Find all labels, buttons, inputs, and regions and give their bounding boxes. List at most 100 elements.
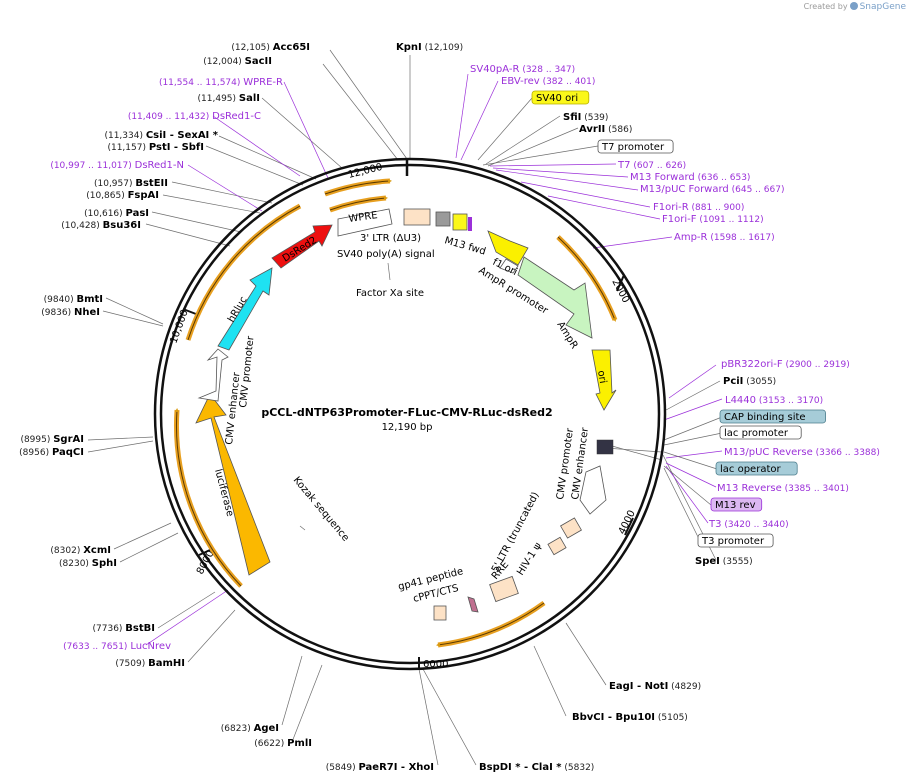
primer-m13-puc-reverse-name: M13/pUC Reverse [724,447,813,458]
enzyme-xcmi-position: (8302) [50,546,83,556]
backbone-inner-strand [159,163,661,665]
sv40polya-shape [435,211,451,227]
feature-lac-promoter-label: lac promoter [724,428,789,439]
enzyme-kpni-position: (12,109) [422,43,463,53]
enzyme-kpni-label: KpnI (12,109) [396,42,463,53]
primer-t7-label: T7 (607 .. 626) [617,160,686,171]
primer-f1ori-f-label: F1ori-F (1091 .. 1112) [662,214,764,225]
enzyme-bsu36i-position: (10,428) [61,221,102,231]
enzyme-agei-label: (6823) AgeI [221,723,279,734]
primer-m13-forward-position: (636 .. 653) [695,173,751,183]
feature-shapes [195,208,617,621]
cmv-promoter-label-left: CMV promoter [238,335,257,409]
enzyme-psti-name: PstI - SbfI [149,142,204,153]
enzyme-pmli-label: (6622) PmlI [254,738,312,749]
enzyme-csii-label: (11,334) CsiI - SexAI * [104,130,218,141]
ampr-promoter-shape [499,258,519,274]
primer-lucnrev-label: (7633 .. 7651) LucNrev [63,641,171,652]
tick-marks [182,274,634,669]
enzyme-pcii-position: (3055) [743,377,776,387]
primer-labels: (11,554 .. 11,574) WPRE-R(11,409 .. 11,4… [50,64,880,652]
cmv-enhancer-shape [197,348,229,402]
feature-t3-promoter-box [697,533,774,548]
enzyme-eagi-name: EagI - NotI [609,681,668,692]
primer-amp-r-label: Amp-R (1598 .. 1617) [674,232,775,243]
enzyme-bstbi-position: (7736) [93,624,126,634]
m13fwd-label: M13 fwd [443,235,487,257]
snapgene-credit: Created by SnapGene [804,2,906,12]
primer-m13-forward-name: M13 Forward [630,172,695,183]
credit-text: Created by [803,2,848,11]
enzyme-bsteii-name: BstEII [135,178,168,189]
primer-ebv-rev-position: (382 .. 401) [540,77,596,87]
ori-shape [591,349,617,411]
enzyme-bmti-name: BmtI [76,294,103,305]
sv40ori-shape [452,213,468,231]
primer-f1ori-f-position: (1091 .. 1112) [696,215,763,225]
enzyme-sgrai-label: (8995) SgrAI [20,434,84,445]
enzyme-avrii-label: AvrII (586) [579,124,632,135]
primer-m13-puc-reverse-position: (3366 .. 3388) [813,448,880,458]
primer-ebv-rev-name: EBV-rev [501,76,540,87]
enzyme-kpni-name: KpnI [396,42,422,53]
enzyme-pcii-label: PciI (3055) [723,376,776,387]
primer-t7-position: (607 .. 626) [630,161,686,171]
primer-m13-puc-forward-label: M13/pUC Forward (645 .. 667) [640,184,784,195]
primer-dsred1-n-label: (10,997 .. 11,017) DsRed1-N [50,160,184,171]
wpre-label: WPRE [348,210,378,225]
enzyme-bspdi-position: (5832) [562,763,595,773]
primer-f1ori-r-label: F1ori-R (881 .. 900) [653,202,744,213]
enzyme-eagi-label: EagI - NotI (4829) [609,681,701,692]
primer-dsred1-c-label: (11,409 .. 11,432) DsRed1-C [128,111,261,122]
enzyme-psti-label: (11,157) PstI - SbfI [107,142,204,153]
wpre-shape [337,208,393,237]
enzyme-fspai-name: FspAI [128,190,159,201]
enzyme-eagi-position: (4829) [668,682,701,692]
enzyme-sfii-label: SfiI (539) [563,112,608,123]
enzyme-csii-position: (11,334) [104,131,145,141]
lac-region-shape [596,439,614,455]
enzyme-pasi-name: PasI [126,208,149,219]
snapgene-logo-icon [849,2,858,10]
enzyme-acc65i-position: (12,105) [231,43,272,53]
enzyme-bbvci-position: (5105) [655,713,688,723]
primer-wpre-r-name: WPRE-R [243,77,283,88]
enzyme-nhei-name: NheI [74,307,100,318]
enzyme-avrii-position: (586) [605,125,632,135]
m13fwd-shape [468,217,472,231]
luciferase-shape [195,393,271,576]
enzyme-sphi-position: (8230) [59,559,92,569]
primer-pbr322ori-f-position: (2900 .. 2919) [783,360,850,370]
feature-sv40-ori-label: SV40 ori [536,93,578,104]
enzyme-bstbi-name: BstBI [125,623,155,634]
primer-dsred1-n-position: (10,997 .. 11,017) [50,161,134,171]
plasmid-size: 12,190 bp [382,422,433,433]
enzyme-sali-name: SalI [239,93,260,104]
dsred2-shape [271,224,333,269]
enzyme-agei-name: AgeI [254,723,279,734]
enzyme-paqci-position: (8956) [19,448,52,458]
primer-sv40pa-r-name: SV40pA-R [470,64,519,75]
feature-t3-promoter-label: T3 promoter [701,536,765,547]
primer-l4440-label: L4440 (3153 .. 3170) [725,395,823,406]
enzyme-xcmi-name: XcmI [83,545,111,556]
enzyme-pasi-position: (10,616) [84,209,125,219]
enzyme-csii-name: CsiI - SexAI * [146,130,219,141]
enzyme-bmti-position: (9840) [44,295,77,305]
enzyme-spei-position: (3555) [720,557,753,567]
backbone-outer-strand [153,157,667,671]
enzyme-sphi-name: SphI [92,558,117,569]
primer-m13-reverse-position: (3385 .. 3401) [782,484,849,494]
primer-m13-reverse-name: M13 Reverse [717,483,782,494]
primer-f1ori-f-name: F1ori-F [662,214,697,225]
primer-m13-reverse-label: M13 Reverse (3385 .. 3401) [717,483,849,494]
primer-f1ori-r-position: (881 .. 900) [689,203,745,213]
tick-label-6000: 6000 [423,659,448,670]
enzyme-sfii-name: SfiI [563,112,581,123]
enzyme-sgrai-position: (8995) [20,435,53,445]
enzyme-bamhi-name: BamHI [148,658,185,669]
enzyme-bsteii-label: (10,957) BstEII [94,178,168,189]
credit-brand: SnapGene [859,2,906,12]
primer-sv40pa-r-position: (328 .. 347) [519,65,575,75]
